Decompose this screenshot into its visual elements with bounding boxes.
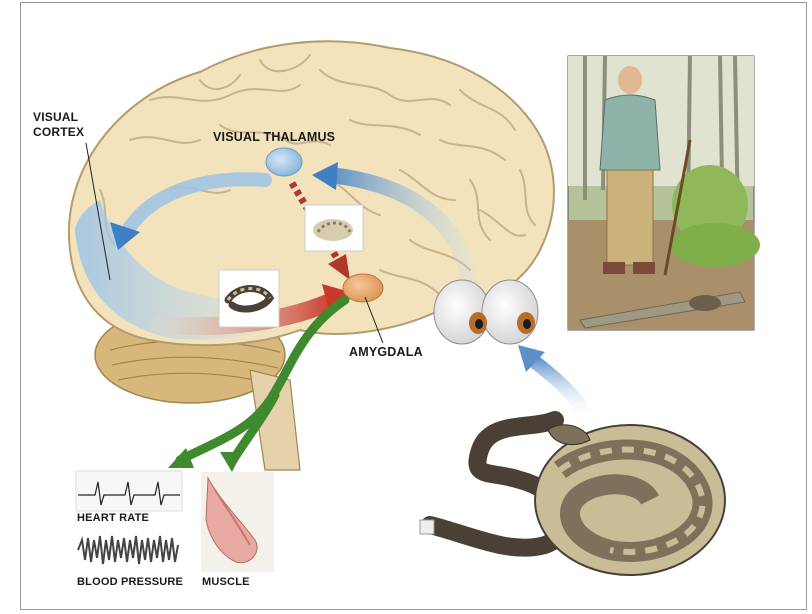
arrow-to-muscle <box>220 452 242 472</box>
heart-rate-label: HEART RATE <box>77 512 149 524</box>
rattlesnake <box>420 420 725 575</box>
visual-cortex-label: VISUAL CORTEX <box>33 110 84 140</box>
snake-image-cortex <box>219 270 279 327</box>
visual-cortex-label-line2: CORTEX <box>33 125 84 140</box>
blood-pressure-label: BLOOD PRESSURE <box>77 576 183 588</box>
visual-thalamus-structure <box>266 148 302 176</box>
snake-image-thalamus <box>305 205 363 251</box>
visual-thalamus-label: VISUAL THALAMUS <box>213 130 335 144</box>
visual-cortex-label-line1: VISUAL <box>33 110 84 125</box>
muscle-panel <box>201 472 274 572</box>
amygdala-label: AMYGDALA <box>349 345 423 359</box>
muscle-label: MUSCLE <box>202 576 250 588</box>
forest-scene <box>568 56 760 330</box>
amygdala-structure <box>343 274 383 302</box>
snake-to-eyes-arrow <box>518 345 580 405</box>
